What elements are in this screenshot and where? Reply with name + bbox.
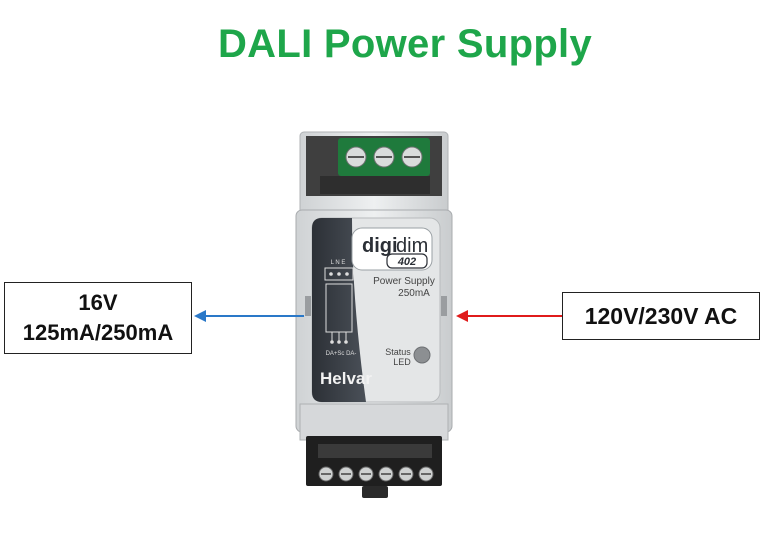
power-supply-label: Power Supply: [373, 276, 435, 287]
status-led-icon: [413, 346, 431, 364]
output-current: 125mA/250mA: [22, 320, 174, 345]
brand-dim: dim: [396, 235, 428, 257]
model-number: 402: [397, 256, 416, 268]
maker-logo: Helvar: [320, 369, 372, 388]
brand-digi: digi: [362, 235, 398, 257]
input-voltage: 120V/230V AC: [584, 303, 738, 329]
rating-label: 250mA: [398, 288, 430, 299]
status-label: Status: [385, 347, 411, 357]
top-terminal-screws: [345, 146, 423, 168]
output-voltage: 16V: [78, 290, 118, 315]
led-label: LED: [393, 357, 411, 367]
input-spec-box: 120V/230V AC: [562, 292, 760, 340]
bottom-terminal-screws: [318, 466, 434, 482]
terminal-bottom-label: DA+Sc DA-: [326, 351, 357, 357]
page-title: DALI Power Supply: [217, 22, 593, 66]
output-spec-box: 16V 125mA/250mA: [4, 282, 192, 354]
input-arrowhead-icon: [456, 310, 468, 322]
terminal-top-label: L N E: [331, 260, 346, 266]
output-arrowhead-icon: [194, 310, 206, 322]
